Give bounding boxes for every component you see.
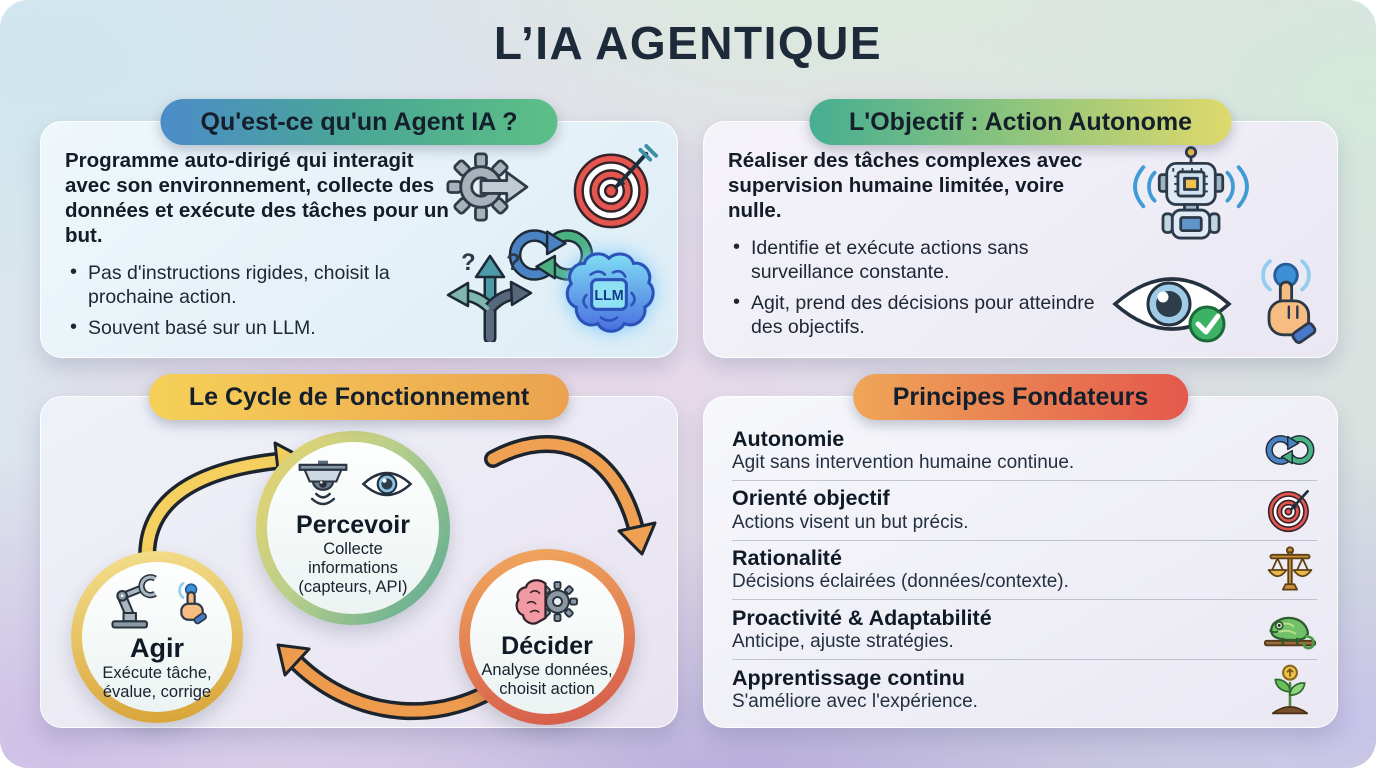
tap-icon (177, 581, 207, 624)
decider-title: Décider (501, 631, 593, 660)
principle-row-oriente-objectif: Orienté objectif Actions visent un but p… (732, 481, 1317, 541)
objective-intro: Réaliser des tâches complexes avec super… (728, 149, 1083, 222)
principle-row-autonomie: Autonomie Agit sans intervention humaine… (732, 421, 1317, 481)
arrow-percevoir-to-decider (484, 435, 657, 556)
what-bullets: •Pas d'instructions rigides, choisit la … (65, 261, 453, 340)
percevoir-desc: Collecte informations (capteurs, API) (298, 540, 408, 597)
llm-brain-icon: LLM (565, 252, 655, 333)
objective-bullets: •Identifie et exécute actions sans surve… (728, 236, 1120, 340)
principles-list: Autonomie Agit sans intervention humaine… (732, 421, 1317, 719)
decider-desc: Analyse données, choisit action (481, 660, 613, 698)
panel-objective: L'Objectif : Action Autonome Réaliser de… (703, 99, 1338, 358)
panel-cycle-header: Le Cycle de Fonctionnement (148, 374, 570, 420)
percevoir-title: Percevoir (296, 511, 410, 540)
robot-arm-icon (110, 573, 157, 629)
principle-desc: Agit sans intervention humaine continue. (732, 451, 1075, 473)
what-bullet-2: •Souvent basé sur un LLM. (70, 315, 316, 339)
principle-title: Rationalité (732, 546, 842, 571)
principle-desc: Anticipe, ajuste stratégies. (732, 631, 954, 653)
branching-arrows-icon: ? ? (446, 250, 533, 342)
percevoir-icons (293, 459, 414, 509)
robot-icon (1133, 146, 1249, 240)
objective-icons (1107, 122, 1337, 357)
principle-title: Orienté objectif (732, 486, 890, 511)
page-title: L’IA AGENTIQUE (493, 17, 883, 69)
cycle-arrows-icon (1263, 424, 1317, 476)
question-mark: ? (461, 250, 476, 276)
target-icon (1263, 484, 1317, 536)
agir-icons (107, 573, 208, 631)
sprout-icon (1263, 664, 1317, 716)
cycle-step-agir: Agir Exécute tâche, évalue, corrige (71, 551, 243, 723)
panel-objective-header: L'Objectif : Action Autonome (809, 99, 1232, 145)
bullet-dot: • (733, 236, 741, 258)
panel-cycle: Le Cycle de Fonctionnement (40, 374, 678, 728)
principle-row-rationalite: Rationalité Décisions éclairées (données… (732, 541, 1317, 601)
objective-bullet-2: •Agit, prend des décisions pour atteindr… (733, 290, 1095, 339)
panel-what-is-agent: Qu'est-ce qu'un Agent IA ? Programme aut… (40, 99, 678, 358)
eye-icon (361, 471, 412, 497)
decider-icons (514, 576, 580, 630)
principle-row-proactivite: Proactivité & Adaptabilité Anticipe, aju… (732, 600, 1317, 661)
eye-check-icon (1112, 277, 1232, 343)
panel-what-header: Qu'est-ce qu'un Agent IA ? (160, 99, 558, 145)
objective-bullet-1: •Identifie et exécute actions sans surve… (733, 236, 1029, 284)
scale-icon (1263, 544, 1317, 596)
principle-desc: S'améliore avec l'expérience. (732, 691, 978, 713)
bullet-dot: • (70, 315, 78, 338)
principle-title: Proactivité & Adaptabilité (732, 605, 992, 630)
gear-arrow-icon (446, 152, 529, 222)
panel-principles: Principes Fondateurs Autonomie Agit sans… (703, 374, 1338, 728)
infinity-loop-icon (508, 229, 594, 281)
principle-title: Apprentissage continu (732, 665, 965, 690)
what-text-column: Programme auto-dirigé qui interagit avec… (65, 148, 453, 346)
cycle-step-percevoir: Percevoir Collecte informations (capteur… (256, 431, 450, 625)
what-bullet-1: •Pas d'instructions rigides, choisit la … (70, 261, 390, 309)
panel-principles-header: Principes Fondateurs (852, 374, 1189, 420)
question-mark: ? (506, 250, 521, 276)
chameleon-icon (1263, 604, 1317, 656)
principle-row-apprentissage: Apprentissage continu S'améliore avec l'… (732, 660, 1317, 719)
cycle-step-decider: Décider Analyse données, choisit action (459, 549, 635, 725)
principle-title: Autonomie (732, 426, 845, 451)
principle-desc: Décisions éclairées (données/contexte). (732, 571, 1069, 593)
what-intro: Programme auto-dirigé qui interagit avec… (65, 149, 449, 247)
principle-desc: Actions visent un but précis. (732, 511, 969, 533)
agir-desc: Exécute tâche, évalue, corrige (102, 663, 212, 701)
bullet-dot: • (70, 261, 78, 283)
brain-gear-icon (515, 578, 578, 625)
target-icon (573, 144, 658, 229)
llm-label: LLM (594, 288, 623, 304)
what-icons: ? ? LLM (442, 122, 677, 357)
bullet-dot: • (733, 290, 741, 313)
agir-title: Agir (130, 632, 184, 663)
tap-icon (1261, 259, 1317, 344)
objective-text-column: Réaliser des tâches complexes avec super… (728, 148, 1120, 346)
camera-icon (298, 460, 347, 506)
